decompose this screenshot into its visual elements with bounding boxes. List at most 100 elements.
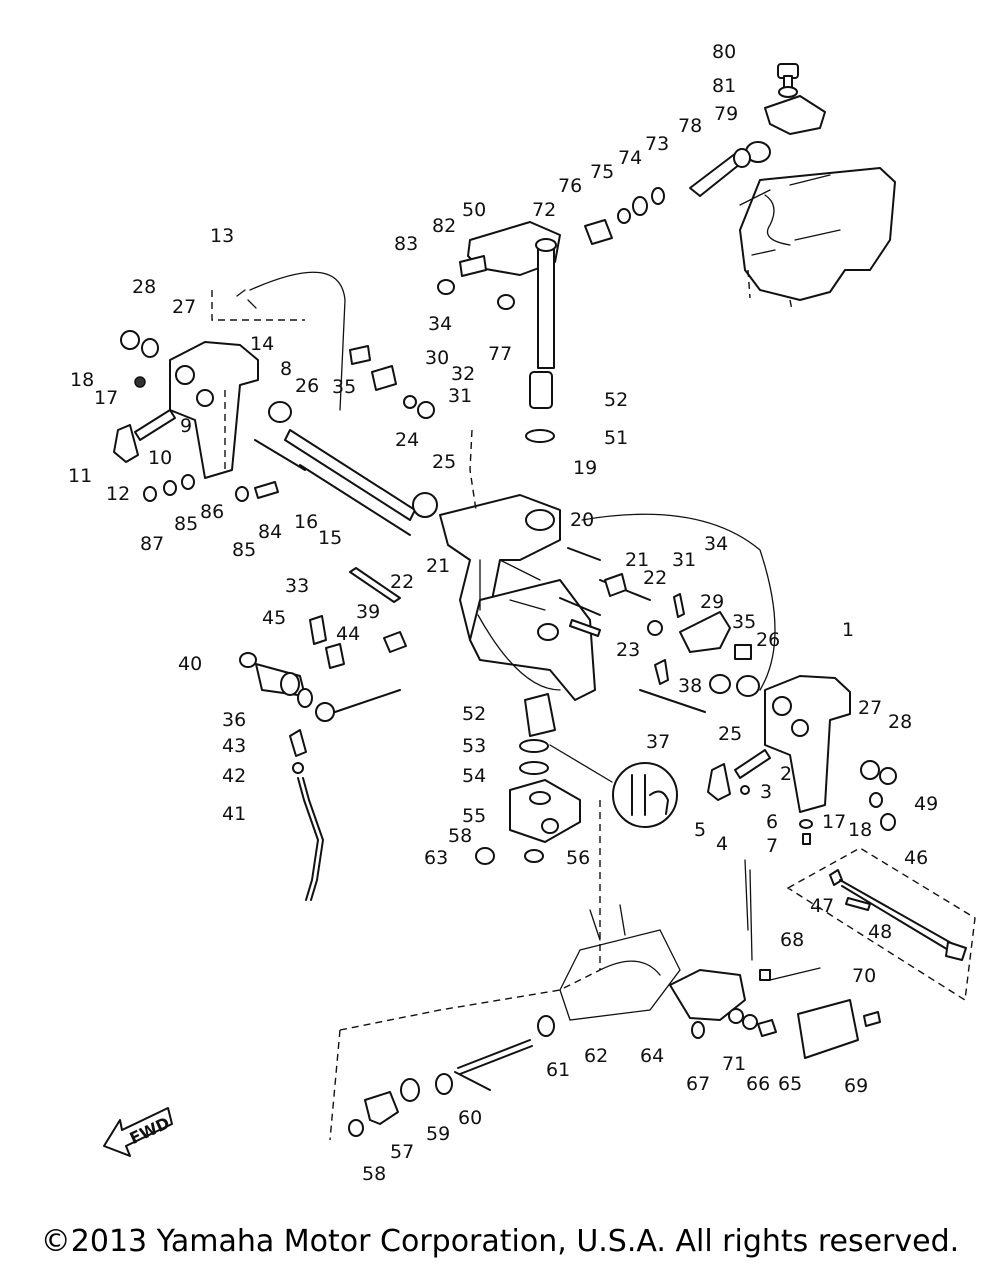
tiller-handle-parts [786,847,976,1002]
steering-assembly-top [437,63,826,443]
part-number-label: 58 [362,1163,386,1185]
part-number-label: 21 [426,555,450,577]
part-number-label: 20 [570,509,594,531]
part-number-label: 59 [426,1123,450,1145]
part-number-label: 17 [822,811,846,833]
part-number-label: 47 [810,895,834,917]
part-number-label: 31 [672,549,696,571]
part-number-label: 2 [780,763,792,785]
part-number-label: 77 [488,343,512,365]
part-number-label: 38 [678,675,702,697]
tilt-lock-parts [239,567,407,901]
part-number-label: 33 [285,575,309,597]
part-number-label: 23 [616,639,640,661]
part-number-label: 12 [106,483,130,505]
part-number-label: 41 [222,803,246,825]
part-number-label: 45 [262,607,286,629]
part-number-label: 28 [132,276,156,298]
exploded-view-drawing: FWD 808179787374757672508283771314282734… [68,41,976,1185]
part-number-label: 34 [428,313,452,335]
part-number-label: 39 [356,601,380,623]
part-number-label: 67 [686,1073,710,1095]
part-number-label: 53 [462,735,486,757]
part-number-label: 85 [232,539,256,561]
part-number-label: 25 [432,451,456,473]
part-number-label: 87 [140,533,164,555]
part-number-label: 54 [462,765,486,787]
part-number-label: 4 [716,833,728,855]
part-number-label: 63 [424,847,448,869]
part-number-label: 15 [318,527,342,549]
part-number-label: 35 [332,376,356,398]
part-number-label: 7 [766,835,778,857]
part-number-label: 69 [844,1075,868,1097]
part-number-label: 14 [250,333,274,355]
part-number-label: 27 [172,296,196,318]
part-number-label: 43 [222,735,246,757]
part-number-label: 76 [558,175,582,197]
tilt-tube-shafts [254,345,438,536]
right-shaft-parts [559,547,760,713]
part-number-label: 55 [462,805,486,827]
part-number-label: 85 [174,513,198,535]
part-number-label: 52 [604,389,628,411]
part-number-label: 44 [336,623,360,645]
part-number-label: 3 [760,781,772,803]
copyright-notice: ©2013 Yamaha Motor Corporation, U.S.A. A… [40,1224,960,1259]
part-number-label: 16 [294,511,318,533]
part-number-label: 9 [180,415,192,437]
part-number-label: 79 [714,103,738,125]
part-number-label: 21 [625,549,649,571]
part-number-label: 73 [645,133,669,155]
part-number-label: 46 [904,847,928,869]
engine-cowling-outline [739,167,896,311]
part-number-label: 18 [70,369,94,391]
swivel-bracket [439,494,596,701]
part-number-label: 26 [295,375,319,397]
part-number-label: 49 [914,793,938,815]
left-clamp-bracket [113,289,279,502]
part-number-label: 81 [712,75,736,97]
part-number-label: 22 [643,567,667,589]
part-number-label: 52 [462,703,486,725]
part-number-label: 1 [842,619,854,641]
part-number-label: 19 [573,457,597,479]
part-number-label: 48 [868,921,892,943]
part-number-label: 74 [618,147,642,169]
part-number-label: 32 [451,363,475,385]
part-number-label: 26 [756,629,780,651]
part-number-label: 64 [640,1045,664,1067]
part-number-label: 71 [722,1053,746,1075]
part-number-label: 58 [448,825,472,847]
part-number-label: 68 [780,929,804,951]
part-number-label: 72 [532,199,556,221]
part-number-label: 82 [432,215,456,237]
part-number-label: 31 [448,385,472,407]
part-number-label: 62 [584,1045,608,1067]
part-number-label: 36 [222,709,246,731]
part-number-label: 42 [222,765,246,787]
part-number-label: 61 [546,1059,570,1081]
part-number-label: 34 [704,533,728,555]
part-number-label: 51 [604,427,628,449]
part-number-label: 5 [694,819,706,841]
part-number-labels: 8081797873747576725082837713142827343035… [68,41,938,1185]
part-number-label: 66 [746,1073,770,1095]
part-number-label: 83 [394,233,418,255]
part-number-label: 13 [210,225,234,247]
part-number-label: 35 [732,611,756,633]
part-number-label: 8 [280,358,292,380]
part-number-label: 40 [178,653,202,675]
part-number-label: 29 [700,591,724,613]
part-number-label: 25 [718,723,742,745]
fwd-arrow-icon: FWD [103,1107,173,1157]
part-number-label: 37 [646,731,670,753]
part-number-label: 6 [766,811,778,833]
leader-lines [211,271,776,1141]
part-number-label: 56 [566,847,590,869]
lower-mount-parts [475,693,678,865]
part-number-label: 28 [888,711,912,733]
part-number-label: 30 [425,347,449,369]
part-number-label: 60 [458,1107,482,1129]
part-number-label: 84 [258,521,282,543]
